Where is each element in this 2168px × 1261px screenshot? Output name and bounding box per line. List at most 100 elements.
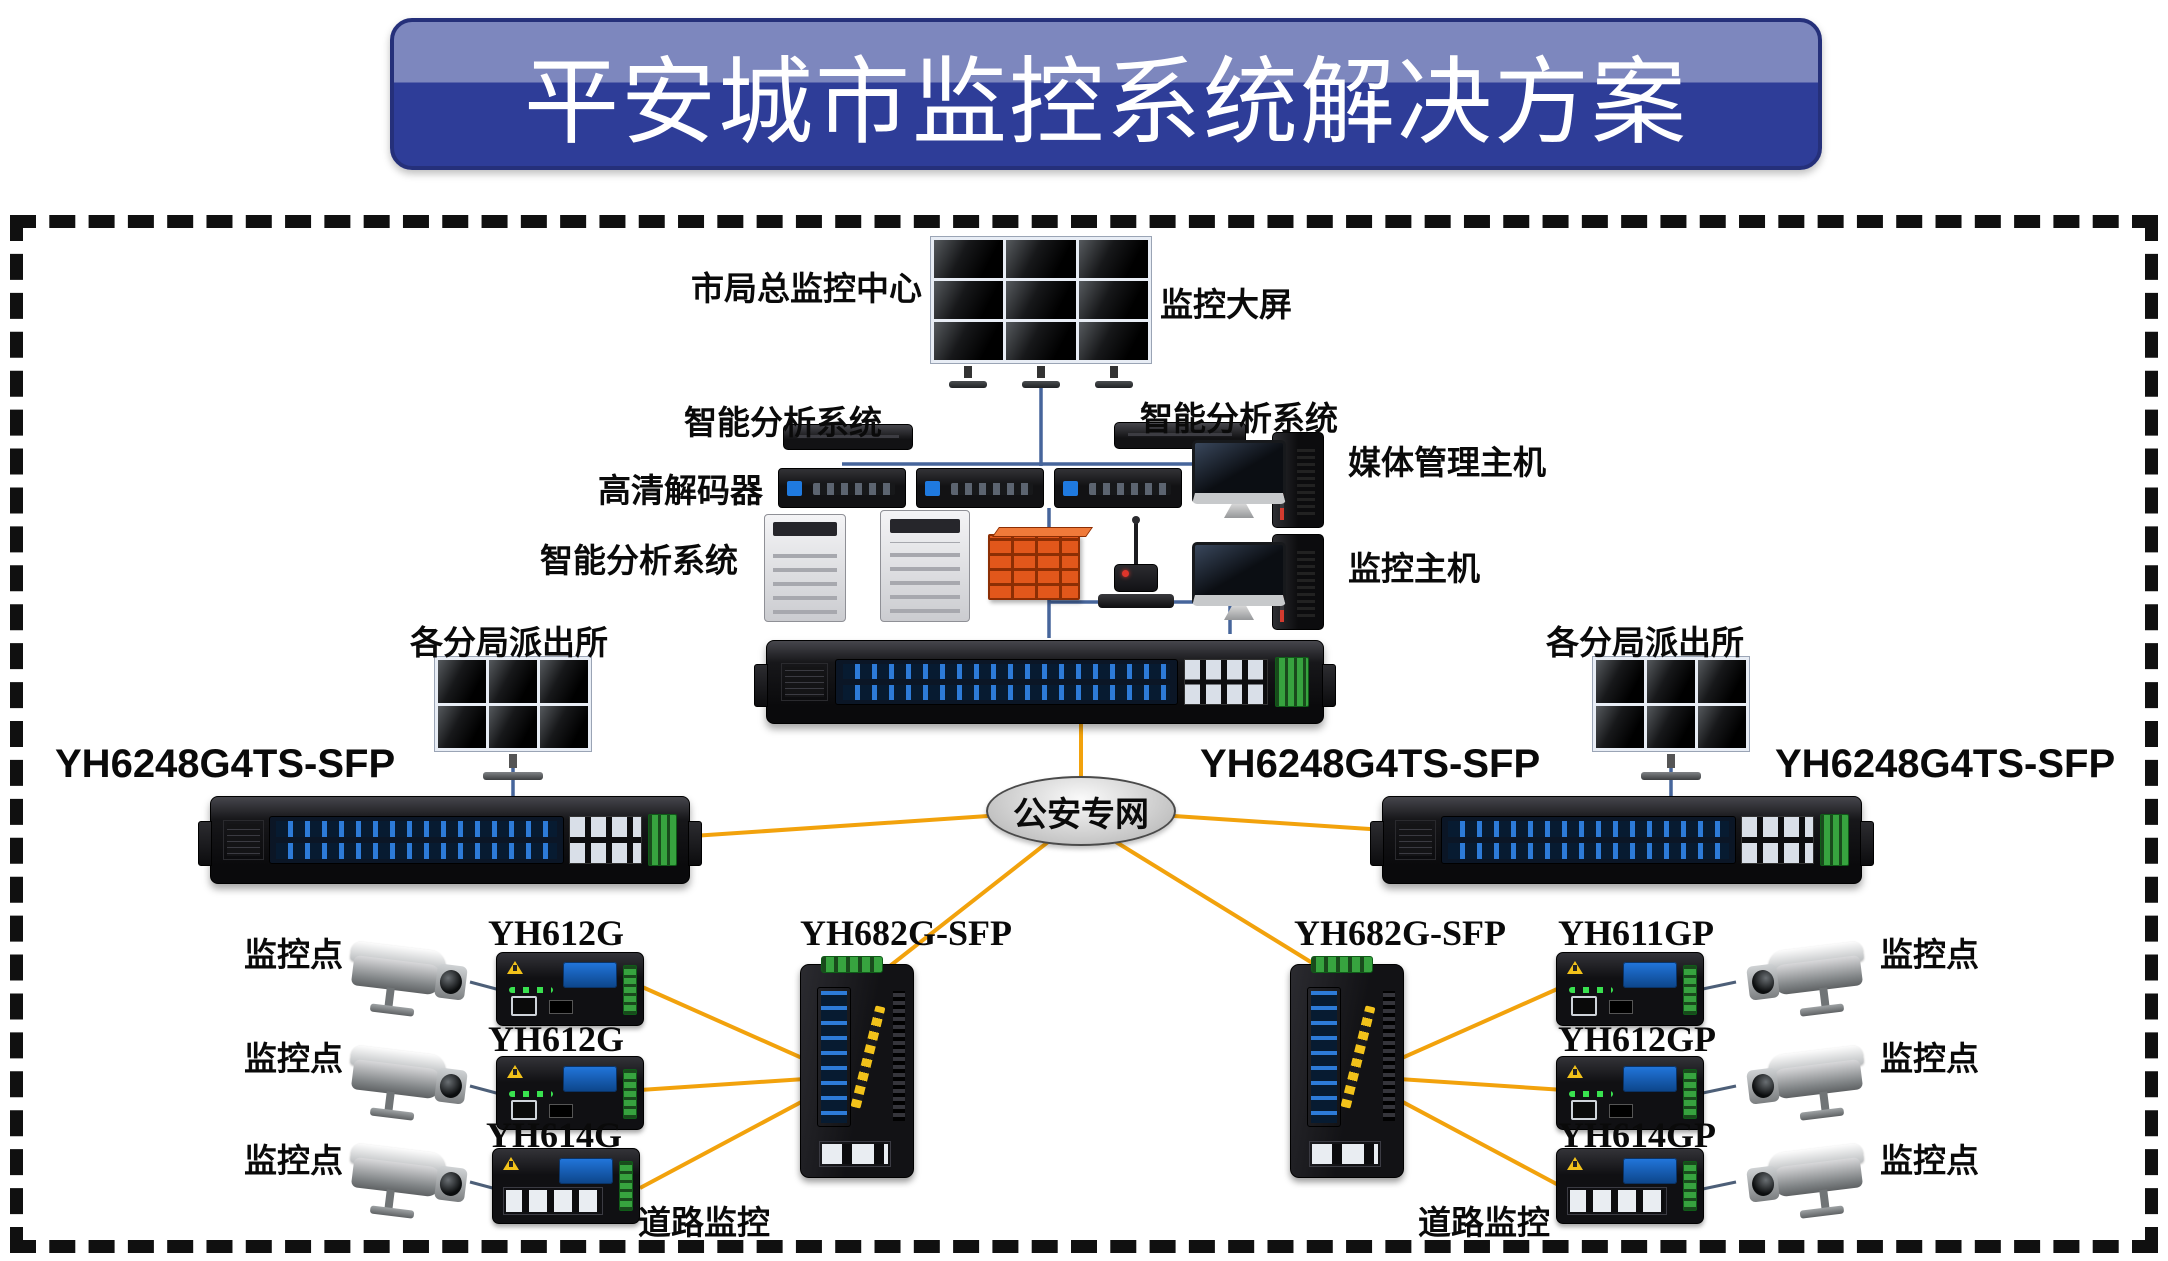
industrial-switch-left-label: YH682G-SFP	[800, 913, 1012, 953]
screen-cell	[1078, 322, 1148, 360]
rj45-port-row	[1567, 1187, 1667, 1215]
aggregation-switch-left	[198, 796, 702, 884]
warning-icon	[503, 1157, 519, 1170]
power-terminal	[1683, 1161, 1697, 1211]
sfp-port-bank	[834, 659, 1178, 705]
hd-decoder	[778, 468, 906, 508]
camera-lens	[433, 1067, 468, 1105]
led-indicators	[1569, 987, 1613, 993]
screen-cell	[438, 705, 486, 748]
switch-model-center: YH6248G4TS-SFP	[1200, 742, 1541, 786]
camera-label: 监控点	[1880, 1144, 1979, 1180]
camera-wires	[469, 980, 1737, 1192]
antenna-icon	[1132, 516, 1140, 568]
monitor-screen	[1192, 440, 1286, 504]
analysis-server	[764, 514, 846, 622]
screen-cell	[1647, 660, 1695, 703]
camera-body-group	[339, 930, 480, 1027]
camera-body-group	[1733, 1034, 1874, 1131]
bullet-camera	[344, 1042, 476, 1124]
camera-label: 监控点	[244, 1042, 343, 1078]
page-title: 平安城市监控系统解决方案	[523, 49, 1688, 156]
switch-label-area	[222, 820, 264, 860]
power-terminal	[647, 814, 678, 866]
mount-ear	[754, 663, 768, 707]
screen-cell	[540, 705, 588, 748]
wall-stand	[1636, 754, 1706, 780]
core-switch	[754, 640, 1336, 724]
camera-base	[1799, 1205, 1845, 1219]
label-panel	[1623, 962, 1677, 988]
switch-label-area	[1394, 820, 1436, 860]
aggregation-switch-right	[1370, 796, 1874, 884]
rj45-port	[511, 1100, 537, 1120]
warning-icon	[1567, 961, 1583, 974]
label-panel	[563, 962, 617, 988]
rj45-port-bank	[1183, 659, 1269, 705]
camera-label: 监控点	[244, 938, 343, 974]
antenna-body	[1114, 564, 1158, 592]
road-monitor-left-label: 道路监控	[638, 1206, 770, 1242]
label-panel	[559, 1158, 613, 1184]
warning-icon	[1567, 1157, 1583, 1170]
warning-icon	[1567, 1065, 1583, 1078]
converter-label: YH611GP	[1558, 913, 1715, 953]
firewall-icon	[988, 534, 1080, 600]
power-terminal	[1311, 956, 1373, 973]
warning-icon	[507, 961, 523, 974]
media-converter	[496, 1056, 644, 1130]
power-terminal	[1274, 657, 1310, 707]
converter-label: YH614GP	[1558, 1115, 1716, 1155]
analysis-right-label: 智能分析系统	[1140, 400, 1338, 437]
screen-cell	[1078, 240, 1148, 278]
branch-video-wall	[434, 656, 592, 752]
bullet-camera	[344, 1140, 476, 1222]
screen-cell	[934, 281, 1004, 319]
bullet-camera	[344, 938, 476, 1020]
monitor-stand	[945, 366, 991, 388]
branch-right-label: 各分局派出所	[1546, 626, 1744, 662]
bullet-camera	[1738, 1140, 1870, 1222]
camera-base	[1799, 1003, 1845, 1017]
power-terminal	[619, 1161, 633, 1211]
power-terminal	[623, 965, 637, 1015]
label-panel	[1623, 1066, 1677, 1092]
antenna-device	[1088, 516, 1184, 612]
rj45-ports	[819, 1141, 891, 1167]
warning-icon	[507, 1065, 523, 1078]
sfp-port	[1609, 1000, 1633, 1014]
big-screen-label: 监控大屏	[1160, 286, 1292, 323]
sfp-port-bank	[1441, 815, 1737, 865]
camera-lens	[1746, 1067, 1781, 1105]
converter-label: YH612G	[488, 913, 625, 953]
camera-body-group	[1733, 1132, 1874, 1229]
monitor-screen	[1192, 542, 1286, 606]
industrial-switch-right	[1290, 956, 1404, 1178]
screen-cell	[934, 322, 1004, 360]
monitor-center-label: 市局总监控中心	[691, 270, 922, 307]
branch-left-label: 各分局派出所	[410, 626, 608, 662]
monitor-stand	[1224, 606, 1254, 620]
heat-fins	[893, 991, 905, 1121]
converter-label: YH614G	[486, 1115, 623, 1155]
screen-cell	[1596, 660, 1644, 703]
monitor-host-label: 监控主机	[1348, 550, 1480, 587]
led-indicator	[1122, 570, 1129, 577]
media-converter	[1556, 952, 1704, 1026]
branch-video-wall	[1592, 656, 1750, 752]
camera-base	[369, 1003, 415, 1017]
led-indicators	[509, 987, 553, 993]
police-network-cloud: 公安专网	[986, 776, 1176, 846]
screen-cell	[489, 705, 537, 748]
monitor-stand	[1224, 504, 1254, 518]
analysis-server	[880, 510, 970, 622]
converter-label: YH612GP	[1558, 1019, 1716, 1059]
screen-cell	[1647, 705, 1695, 748]
media-converter	[496, 952, 644, 1026]
title-banner: 平安城市监控系统解决方案	[390, 18, 1822, 170]
switch-model-right: YH6248G4TS-SFP	[1775, 742, 2116, 786]
analysis-left-label: 智能分析系统	[684, 404, 882, 441]
camera-label: 监控点	[244, 1144, 343, 1180]
screen-cell	[1698, 705, 1746, 748]
screen-cell	[438, 660, 486, 703]
